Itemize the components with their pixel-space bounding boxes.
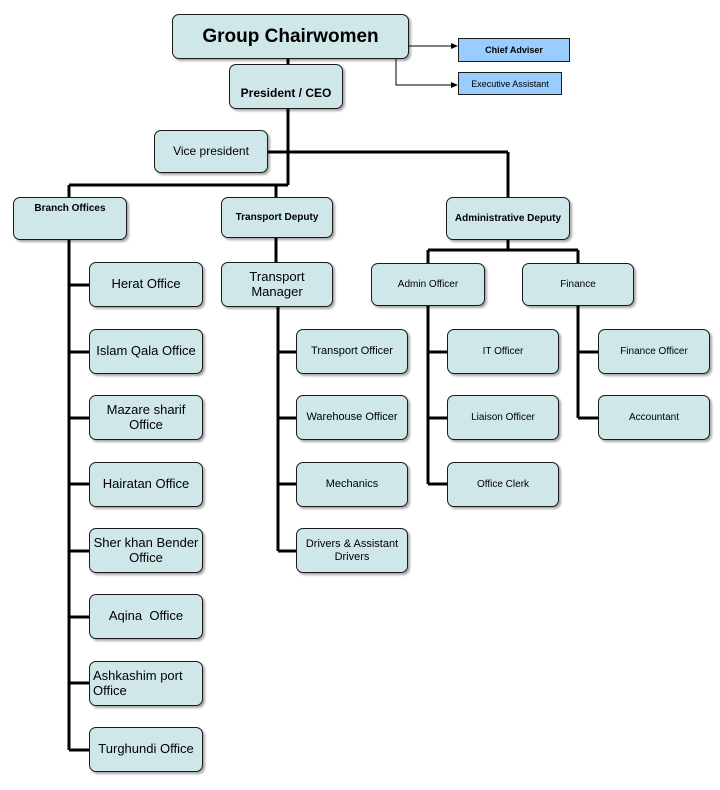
node-transport-manager: Transport Manager: [221, 262, 333, 307]
node-it-officer: IT Officer: [447, 329, 559, 374]
arrowhead: [451, 82, 458, 88]
node-drivers-assistant-drivers: Drivers & Assistant Drivers: [296, 528, 408, 573]
node-president-ceo: President / CEO: [229, 64, 343, 109]
node-hairatan-office: Hairatan Office: [89, 462, 203, 507]
node-finance-officer: Finance Officer: [598, 329, 710, 374]
node-administrative-deputy: Administrative Deputy: [446, 197, 570, 240]
arrow-executive-assistant: [395, 50, 452, 86]
node-admin-officer: Admin Officer: [371, 263, 485, 306]
node-islam-qala-office: Islam Qala Office: [89, 329, 203, 374]
node-herat-office: Herat Office: [89, 262, 203, 307]
node-sher-khan-bender-office: Sher khan Bender Office: [89, 528, 203, 573]
node-office-clerk: Office Clerk: [447, 462, 559, 507]
node-liaison-officer: Liaison Officer: [447, 395, 559, 440]
node-mazare-sharif-office: Mazare sharif Office: [89, 395, 203, 440]
node-vice-president: Vice president: [154, 130, 268, 173]
node-group-chairwomen: Group Chairwomen: [172, 14, 409, 59]
arrowhead: [451, 43, 458, 49]
node-mechanics: Mechanics: [296, 462, 408, 507]
node-chief-adviser: Chief Adviser: [458, 38, 570, 62]
node-transport-officer: Transport Officer: [296, 329, 408, 374]
node-ashkashim-port-office: Ashkashim port Office: [89, 661, 203, 706]
node-aqina-office: Aqina Office: [89, 594, 203, 639]
node-executive-assistant: Executive Assistant: [458, 72, 562, 95]
node-finance: Finance: [522, 263, 634, 306]
node-transport-deputy: Transport Deputy: [221, 197, 333, 238]
node-turghundi-office: Turghundi Office: [89, 727, 203, 772]
node-warehouse-officer: Warehouse Officer: [296, 395, 408, 440]
node-branch-offices: Branch Offices: [13, 197, 127, 240]
node-accountant: Accountant: [598, 395, 710, 440]
